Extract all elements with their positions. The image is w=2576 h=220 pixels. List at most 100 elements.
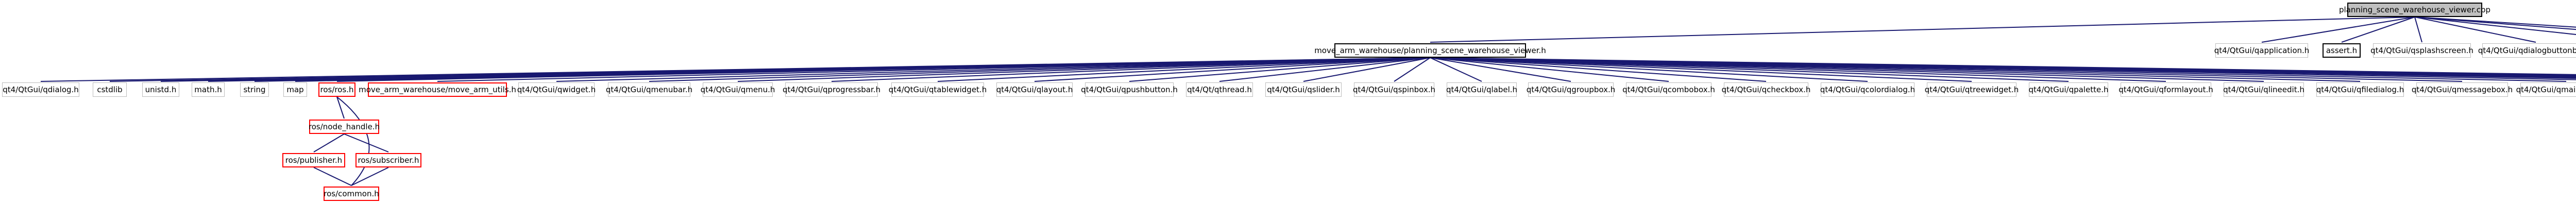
graph-node-qspinbox: qt4/QtGui/qspinbox.h xyxy=(1353,82,1435,97)
graph-node-ros_ros[interactable]: ros/ros.h xyxy=(318,82,355,97)
graph-node-label: assert.h xyxy=(2326,46,2358,55)
graph-node-label: move_arm_warehouse/planning_scene_wareho… xyxy=(1314,46,1546,55)
graph-node-qlabel: qt4/QtGui/qlabel.h xyxy=(1446,82,1518,97)
graph-node-qpushbutton: qt4/QtGui/qpushbutton.h xyxy=(1081,82,1178,97)
graph-node-math: math.h xyxy=(192,82,225,97)
include-edge xyxy=(1394,57,1431,82)
graph-node-unistd: unistd.h xyxy=(142,82,179,97)
include-edge xyxy=(313,133,345,153)
graph-node-label: qt4/QtGui/qsplashscreen.h xyxy=(2370,46,2473,55)
include-edge xyxy=(313,167,352,186)
graph-node-ros_publisher[interactable]: ros/publisher.h xyxy=(282,153,345,167)
graph-node-label: qt4/QtGui/qmessagebox.h xyxy=(2411,85,2513,94)
graph-node-qdialog: qt4/QtGui/qdialog.h xyxy=(2,82,79,97)
graph-node-label: ros/publisher.h xyxy=(285,156,343,165)
graph-node-qcombobox: qt4/QtGui/qcombobox.h xyxy=(1622,82,1715,97)
include-edge xyxy=(1430,57,1767,82)
graph-node-qpalette: qt4/QtGui/qpalette.h xyxy=(2029,82,2108,97)
graph-node-qsplashscreen: qt4/QtGui/qsplashscreen.h xyxy=(2370,43,2473,58)
include-edge xyxy=(1430,57,1868,82)
graph-node-label: qt4/QtGui/qmenu.h xyxy=(700,85,775,94)
include-edge xyxy=(1430,57,1669,82)
include-edge xyxy=(1430,57,1972,82)
include-edge xyxy=(2414,16,2422,43)
graph-node-ros_node_handle[interactable]: ros/node_handle.h xyxy=(308,120,380,134)
graph-node-qwidget: qt4/QtGui/qwidget.h xyxy=(517,82,596,97)
graph-node-map: map xyxy=(283,82,307,97)
include-edge xyxy=(336,96,345,119)
include-edge xyxy=(1430,57,2576,75)
include-edge xyxy=(2414,16,2576,30)
graph-node-label: qt4/Qt/qthread.h xyxy=(1187,85,1252,94)
graph-node-cpp: planning_scene_warehouse_viewer.cpp xyxy=(2339,3,2490,17)
graph-node-label: ros/common.h xyxy=(324,189,379,198)
graph-node-label: qt4/QtGui/qgroupbox.h xyxy=(1526,85,1616,94)
graph-node-label: string xyxy=(243,85,266,94)
include-edge xyxy=(1430,16,2415,43)
graph-node-qmenubar: qt4/QtGui/qmenubar.h xyxy=(605,82,693,97)
graph-node-label: qt4/QtGui/qpalette.h xyxy=(2028,85,2109,94)
graph-node-label: ros/node_handle.h xyxy=(308,122,380,131)
graph-node-qmessagebox: qt4/QtGui/qmessagebox.h xyxy=(2412,82,2513,97)
graph-node-move_arm_utils[interactable]: move_arm_warehouse/move_arm_utils.h xyxy=(359,82,516,97)
graph-node-qtreewidget: qt4/QtGui/qtreewidget.h xyxy=(1925,82,2019,97)
graph-node-qformlayout: qt4/QtGui/qformlayout.h xyxy=(2119,82,2213,97)
graph-node-label: math.h xyxy=(194,85,222,94)
include-edge xyxy=(1303,57,1431,82)
graph-node-label: ros/subscriber.h xyxy=(358,156,419,165)
include-edge xyxy=(2261,16,2415,43)
graph-node-label: qt4/QtGui/qspinbox.h xyxy=(1353,85,1435,94)
graph-node-label: qt4/QtGui/qformlayout.h xyxy=(2119,85,2213,94)
graph-node-qlayout: qt4/QtGui/qlayout.h xyxy=(996,82,1073,97)
graph-node-qlineedit: qt4/QtGui/qlineedit.h xyxy=(2223,82,2304,97)
include-edge xyxy=(2414,16,2576,36)
include-edge xyxy=(2414,16,2536,43)
graph-node-label: unistd.h xyxy=(145,85,177,94)
graph-node-qdialogbuttonbox: qt4/QtGui/qdialogbuttonbox.h xyxy=(2478,43,2576,58)
graph-node-viewer_h[interactable]: move_arm_warehouse/planning_scene_wareho… xyxy=(1314,43,1546,58)
graph-node-label: qt4/QtGui/qmenubar.h xyxy=(605,85,693,94)
graph-node-label: qt4/QtGui/qapplication.h xyxy=(2214,46,2310,55)
graph-node-qmainwindow: qt4/QtGui/qmainwindow.h xyxy=(2516,82,2576,97)
graph-node-label: qt4/QtGui/qwidget.h xyxy=(517,85,596,94)
graph-node-assert_h[interactable]: assert.h xyxy=(2323,43,2361,58)
graph-node-label: qt4/QtGui/qtablewidget.h xyxy=(888,85,987,94)
graph-node-label: qt4/QtGui/qprogressbar.h xyxy=(782,85,881,94)
graph-node-ros_subscriber[interactable]: ros/subscriber.h xyxy=(355,153,421,167)
graph-node-ros_common[interactable]: ros/common.h xyxy=(324,187,379,201)
graph-node-qcolordialog: qt4/QtGui/qcolordialog.h xyxy=(1820,82,1915,97)
include-edge xyxy=(937,57,1431,82)
include-edge xyxy=(1129,57,1431,82)
include-edge xyxy=(2341,16,2415,43)
graph-node-qmenu: qt4/QtGui/qmenu.h xyxy=(700,82,775,97)
include-edge xyxy=(344,133,389,153)
graph-node-label: map xyxy=(286,85,304,94)
graph-node-qgroupbox: qt4/QtGui/qgroupbox.h xyxy=(1526,82,1616,97)
include-edge xyxy=(437,57,1431,82)
graph-node-qapplication: qt4/QtGui/qapplication.h xyxy=(2214,43,2310,58)
graph-node-label: planning_scene_warehouse_viewer.cpp xyxy=(2339,5,2490,14)
include-edge xyxy=(336,96,370,186)
include-edge xyxy=(2414,16,2576,28)
include-edge xyxy=(351,167,389,186)
graph-node-label: qt4/QtGui/qlayout.h xyxy=(996,85,1073,94)
graph-node-label: qt4/QtGui/qlineedit.h xyxy=(2223,85,2304,94)
graph-node-qcheckbox: qt4/QtGui/qcheckbox.h xyxy=(1721,82,1811,97)
graph-node-qtablewidget: qt4/QtGui/qtablewidget.h xyxy=(888,82,987,97)
graph-node-label: qt4/QtGui/qcheckbox.h xyxy=(1721,85,1811,94)
graph-node-label: qt4/QtGui/qmainwindow.h xyxy=(2516,85,2576,94)
graph-node-label: qt4/QtGui/qdialogbuttonbox.h xyxy=(2478,46,2576,55)
include-edge xyxy=(1430,57,1571,82)
graph-node-label: qt4/QtGui/qdialog.h xyxy=(3,85,79,94)
graph-node-qprogressbar: qt4/QtGui/qprogressbar.h xyxy=(782,82,881,97)
graph-node-qthread: qt4/Qt/qthread.h xyxy=(1186,82,1253,97)
include-edge xyxy=(1219,57,1431,82)
graph-node-qslider: qt4/QtGui/qslider.h xyxy=(1265,82,1342,97)
graph-node-label: qt4/QtGui/qpushbutton.h xyxy=(1081,85,1178,94)
graph-node-label: qt4/QtGui/qlabel.h xyxy=(1446,85,1518,94)
graph-node-string: string xyxy=(240,82,269,97)
include-edge xyxy=(1034,57,1431,82)
graph-node-label: qt4/QtGui/qcombobox.h xyxy=(1622,85,1715,94)
